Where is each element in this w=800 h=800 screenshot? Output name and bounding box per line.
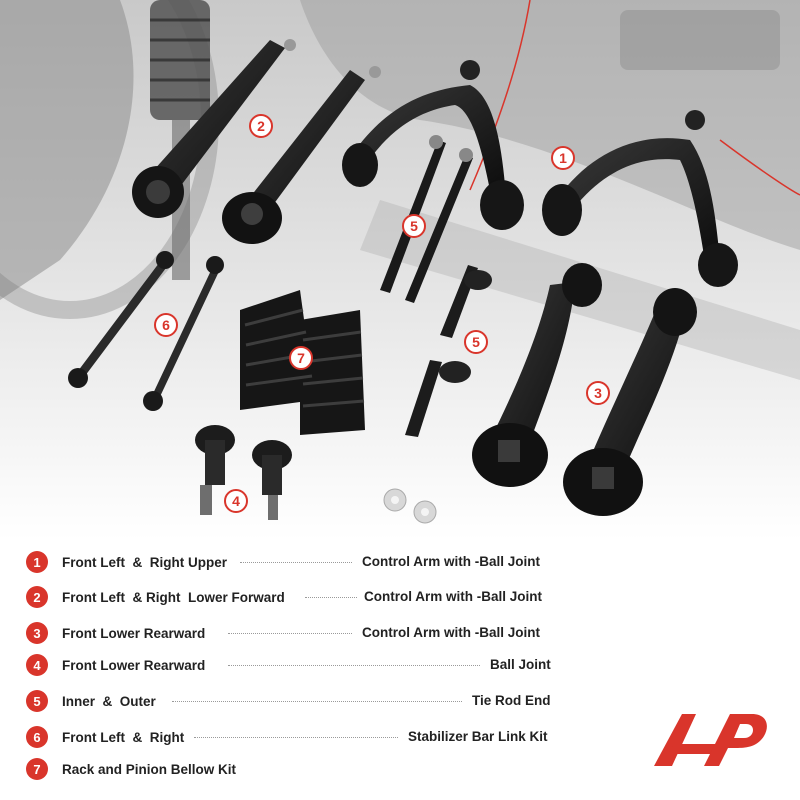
legend-left-4: Front Lower Rearward <box>62 657 206 673</box>
legend-left-3: Front Lower Rearward <box>62 625 206 641</box>
legend-row-1: 1 Front Left & Right Upper <box>26 549 227 575</box>
parts-legend: 1 Front Left & Right Upper Control Arm w… <box>0 540 800 800</box>
legend-row-7: 7 Rack and Pinion Bellow Kit <box>26 756 236 782</box>
legend-number-1: 1 <box>26 551 48 573</box>
callout-4: 4 <box>224 489 248 513</box>
legend-right-1: Control Arm with -Ball Joint <box>362 554 540 569</box>
legend-number-6: 6 <box>26 726 48 748</box>
leader-line-2 <box>305 597 357 598</box>
legend-left-1: Front Left & Right Upper <box>62 554 227 570</box>
legend-right-2: Control Arm with -Ball Joint <box>364 589 542 604</box>
callout-1: 1 <box>551 146 575 170</box>
legend-number-3: 3 <box>26 622 48 644</box>
legend-row-3: 3 Front Lower Rearward <box>26 620 205 646</box>
callout-6: 6 <box>154 313 178 337</box>
legend-row-5: 5 Inner & Outer <box>26 688 156 714</box>
legend-left-2: Front Left & Right Lower Forward <box>62 589 285 605</box>
legend-right-6: Stabilizer Bar Link Kit <box>408 729 548 744</box>
callout-5-inner: 5 <box>402 214 426 238</box>
callout-3: 3 <box>586 381 610 405</box>
leader-line-5 <box>172 701 462 702</box>
a-premium-logo-icon <box>652 708 770 770</box>
parts-illustration <box>0 0 800 540</box>
legend-row-6: 6 Front Left & Right <box>26 724 184 750</box>
legend-row-4: 4 Front Lower Rearward <box>26 652 205 678</box>
legend-number-4: 4 <box>26 654 48 676</box>
leader-line-1 <box>240 562 352 563</box>
legend-number-5: 5 <box>26 690 48 712</box>
parts-photo: 2 1 5 6 7 5 3 4 <box>0 0 800 540</box>
leader-line-6 <box>194 737 398 738</box>
legend-number-7: 7 <box>26 758 48 780</box>
callout-5-outer: 5 <box>464 330 488 354</box>
leader-line-3 <box>228 633 352 634</box>
legend-left-5: Inner & Outer <box>62 693 156 709</box>
legend-number-2: 2 <box>26 586 48 608</box>
legend-row-2: 2 Front Left & Right Lower Forward <box>26 584 285 610</box>
legend-left-7: Rack and Pinion Bellow Kit <box>62 761 237 777</box>
legend-right-4: Ball Joint <box>490 657 551 672</box>
callout-2: 2 <box>249 114 273 138</box>
leader-line-4 <box>228 665 480 666</box>
legend-right-5: Tie Rod End <box>472 693 551 708</box>
callout-7: 7 <box>289 346 313 370</box>
legend-right-3: Control Arm with -Ball Joint <box>362 625 540 640</box>
legend-left-6: Front Left & Right <box>62 729 185 745</box>
